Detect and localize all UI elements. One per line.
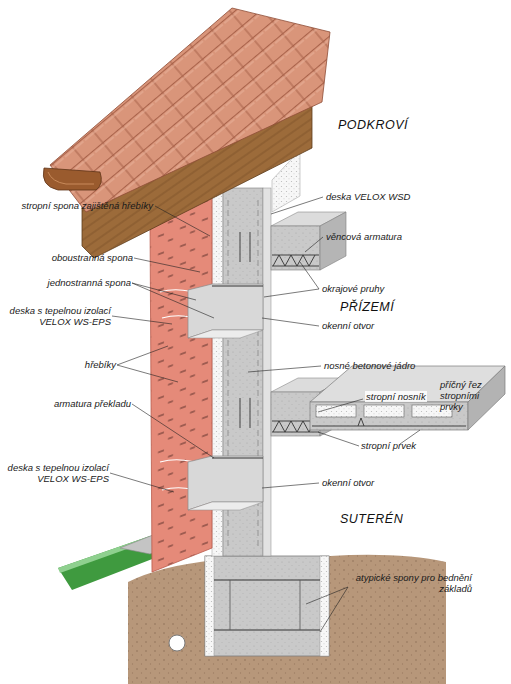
part-label: stropní nosník: [365, 391, 427, 402]
part-label: oboustranná spona: [52, 252, 133, 263]
floor-heading: PODKROVÍ: [338, 118, 408, 132]
part-label: okrajové pruhy: [322, 283, 384, 294]
part-label: příčný řez stropními prvky: [440, 379, 502, 412]
floor-heading: PŘÍZEMÍ: [340, 300, 394, 314]
part-label: okenní otvor: [322, 320, 374, 331]
part-label: deska s tepelnou izolací VELOX WS-EPS: [5, 305, 111, 327]
floor-heading: SUTERÉN: [340, 512, 403, 526]
part-label: hřebíky: [85, 359, 116, 370]
part-label: armatura překladu: [54, 398, 131, 409]
part-label: deska s tepelnou izolací VELOX WS-EPS: [3, 462, 109, 484]
part-label: deska VELOX WSD: [326, 191, 410, 202]
part-label: nosné betonové jádro: [324, 360, 415, 371]
part-label: stropní spona zajištěná hřebíky: [22, 200, 154, 211]
part-label: okenní otvor: [322, 477, 374, 488]
part-label: jednostranná spona: [48, 277, 131, 288]
part-label: věncová armatura: [326, 231, 402, 242]
part-label: stropní prvek: [361, 440, 416, 451]
part-label: atypické spony pro bednění základů: [348, 572, 472, 594]
